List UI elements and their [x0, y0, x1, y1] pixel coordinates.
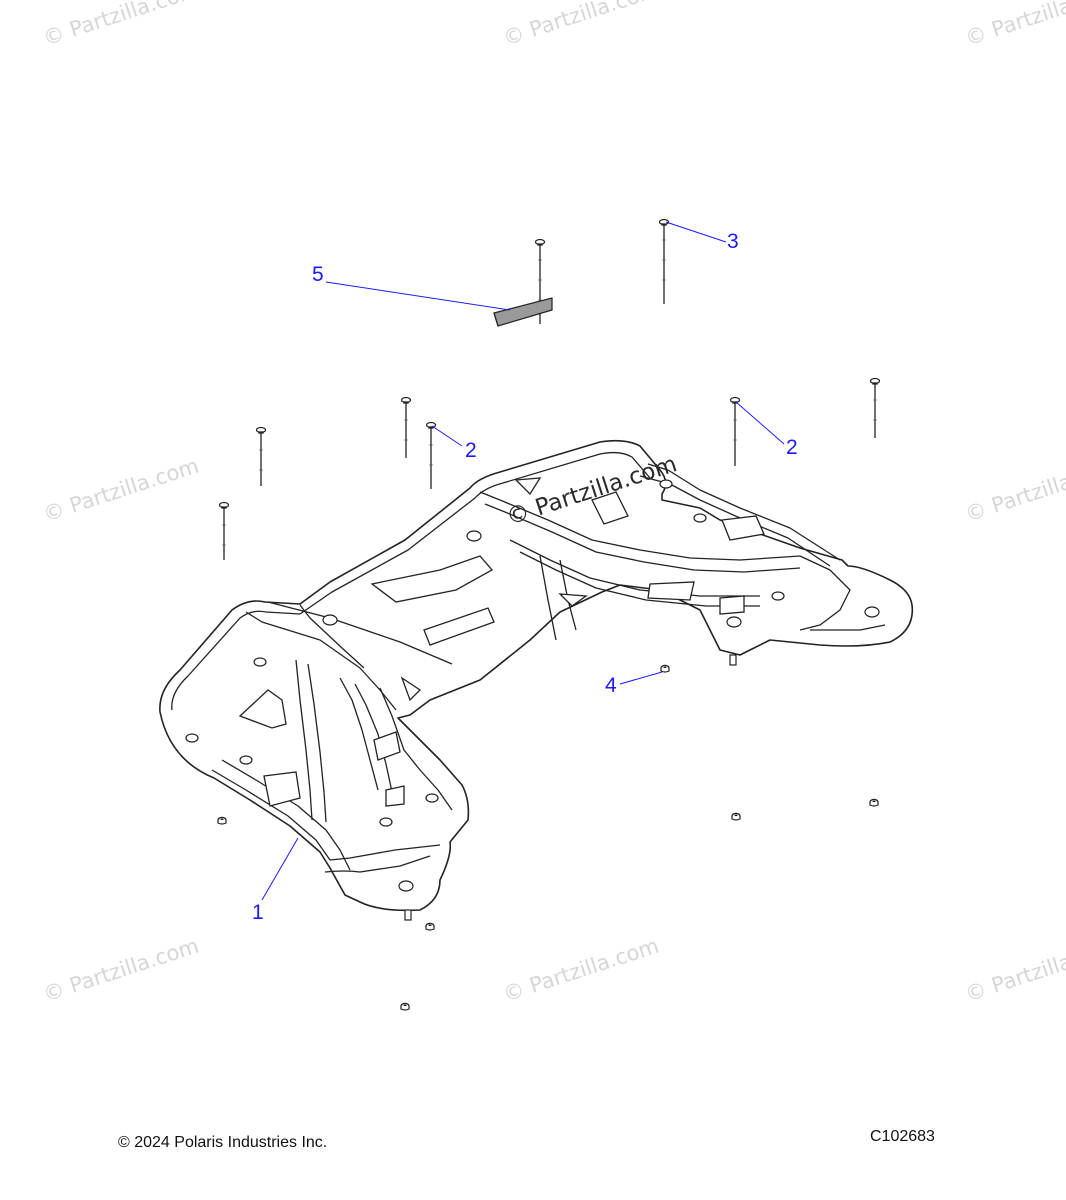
rear-rack-frame [159, 439, 914, 912]
rack-studs [404, 654, 737, 921]
label-decal [493, 297, 553, 327]
rack-tube-details [171, 451, 886, 873]
leader-lines [261, 221, 785, 901]
diagram-code: C102683 [870, 1128, 935, 1145]
bolt-threads [222, 239, 877, 546]
callout-5: 5 [312, 263, 324, 286]
callout-2-right: 2 [786, 436, 798, 459]
copyright-notice: © 2024 Polaris Industries Inc. [118, 1134, 328, 1151]
callout-1: 1 [252, 901, 264, 924]
callout-2-left: 2 [465, 439, 477, 462]
callout-3: 3 [727, 230, 739, 253]
rack-plate-cutouts [238, 477, 765, 807]
bolt-set [218, 218, 881, 560]
rack-mount-holes [185, 479, 880, 892]
callout-4: 4 [605, 674, 617, 697]
